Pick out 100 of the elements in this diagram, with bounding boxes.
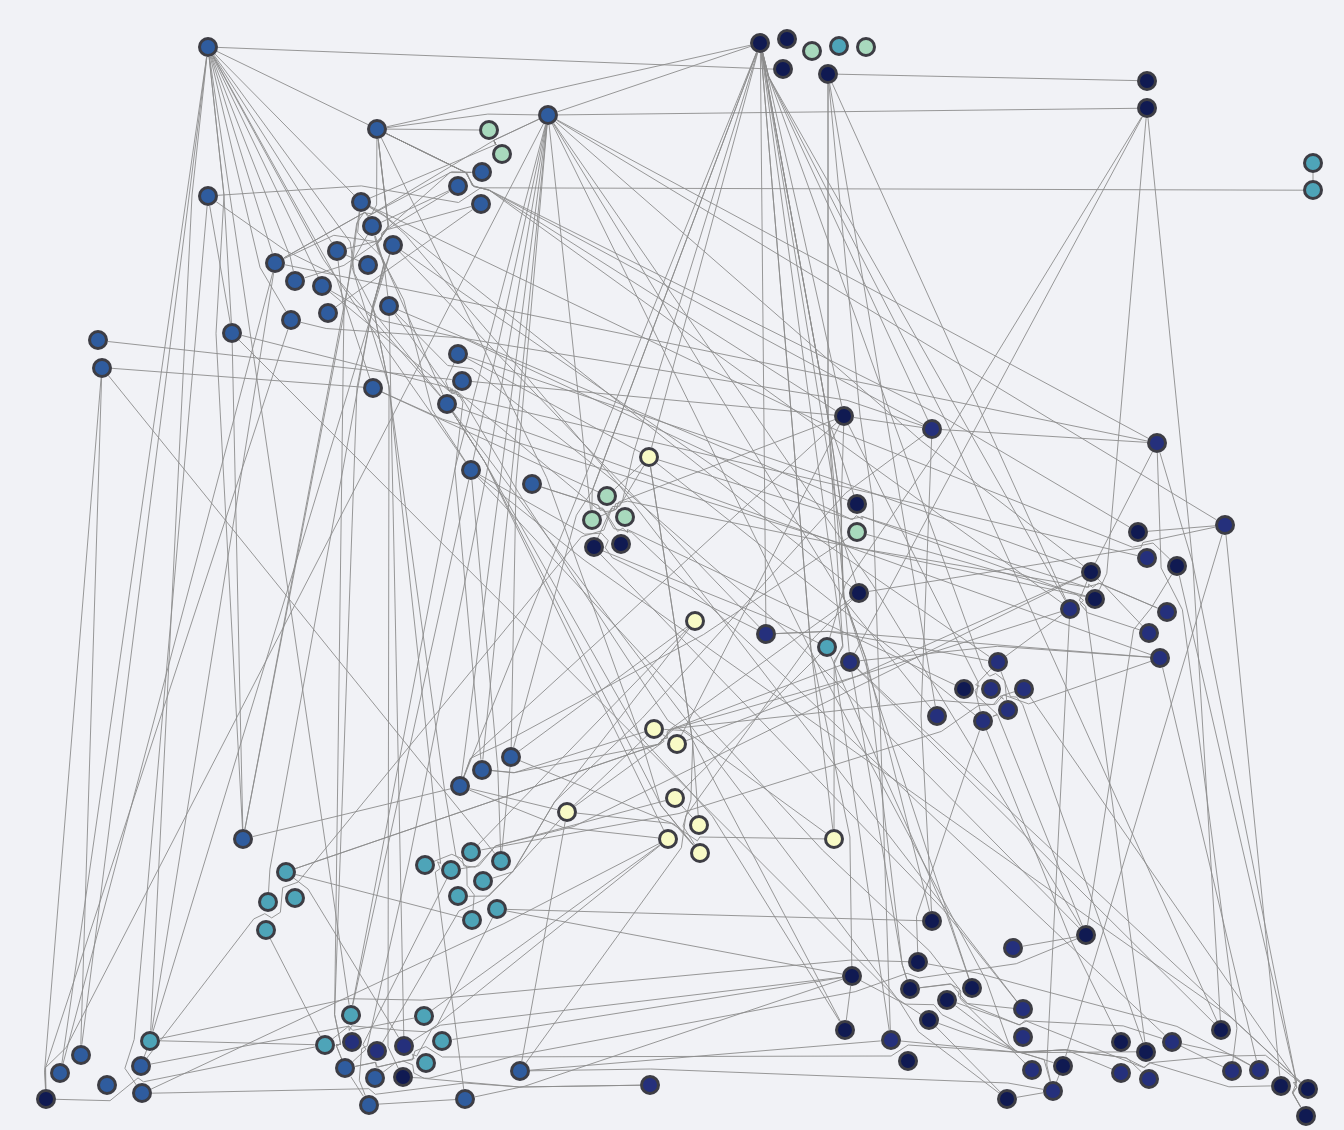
network-node [281, 310, 301, 330]
network-node [927, 706, 947, 726]
network-node [1303, 180, 1323, 201]
edge-line [372, 235, 465, 1090]
edge-line [452, 411, 922, 1015]
network-node [1137, 70, 1157, 91]
edge-line [268, 253, 391, 893]
network-node [367, 1041, 388, 1062]
network-node [284, 888, 305, 909]
network-node [335, 1058, 356, 1079]
edge-line [477, 627, 689, 846]
network-node [436, 393, 457, 414]
edge-line [506, 910, 843, 975]
network-node [198, 186, 218, 206]
edge-line [146, 465, 645, 1059]
network-node [450, 776, 471, 797]
edge-line [775, 630, 1151, 658]
edge-line [656, 462, 976, 716]
edge-line [916, 730, 981, 953]
network-node [1248, 1059, 1269, 1080]
network-node [382, 234, 403, 255]
edge-line [411, 917, 493, 1042]
edge-line [1029, 696, 1302, 1108]
network-node [1303, 152, 1323, 173]
network-node [1137, 547, 1158, 568]
network-node [644, 718, 665, 739]
edge-line [374, 235, 467, 463]
network-node [416, 1052, 436, 1073]
edge-line [681, 805, 693, 818]
edge-line [956, 1002, 1163, 1039]
network-node [772, 59, 793, 80]
edge-line [335, 209, 474, 308]
edge-line [1056, 1074, 1060, 1083]
network-node [835, 1020, 855, 1040]
edge-line [284, 264, 1148, 442]
edge-line [1162, 667, 1257, 1061]
network-node [471, 162, 492, 183]
edge-line [920, 438, 933, 912]
network-node [908, 952, 928, 972]
network-node [362, 216, 383, 237]
edge-line [529, 1040, 882, 1071]
edge-line [394, 313, 841, 1022]
edge-line [388, 315, 405, 1037]
network-node [665, 788, 685, 808]
network-node [1295, 1106, 1316, 1126]
edge-line [556, 119, 1149, 439]
edge-line [269, 938, 321, 1037]
edge-line [1005, 614, 1063, 657]
network-node [471, 759, 492, 780]
network-node [898, 1050, 919, 1071]
network-node [685, 611, 705, 631]
edge-line [107, 341, 453, 380]
edge-line [663, 728, 827, 834]
network-node [350, 191, 371, 212]
network-node [358, 255, 378, 275]
network-node [257, 892, 278, 913]
edge-line [380, 190, 450, 223]
network-node [1059, 598, 1080, 619]
network-node [479, 120, 500, 141]
network-node [597, 486, 618, 507]
edge-line [385, 132, 1063, 604]
edge-line [518, 626, 688, 752]
edge-line [477, 476, 1026, 1064]
network-node [847, 521, 867, 542]
edge-line [400, 249, 990, 658]
edge-line [381, 391, 599, 493]
edge-line [491, 434, 925, 879]
network-node [36, 1089, 56, 1109]
edge-line [386, 128, 480, 131]
network-node [849, 583, 869, 603]
network-node [1110, 1031, 1131, 1052]
edge-line [556, 119, 1217, 521]
edge-line [44, 377, 102, 1090]
edge-line [386, 44, 751, 128]
network-node [557, 802, 577, 822]
edge-line [159, 1040, 316, 1046]
network-node [919, 1009, 940, 1030]
edge-line [551, 123, 1051, 1082]
network-node [285, 270, 306, 291]
edge-line [851, 671, 908, 980]
edge-line [252, 788, 451, 838]
edge-line [661, 733, 670, 740]
network-node [198, 37, 218, 57]
edge-line [600, 553, 1018, 1002]
network-node [1221, 1061, 1242, 1081]
network-node [801, 40, 822, 61]
edge-line [61, 56, 208, 1064]
network-node [824, 829, 844, 849]
edge-line [451, 977, 843, 1040]
network-node [997, 700, 1018, 721]
edge-line [954, 1005, 1054, 1064]
network-node [448, 886, 469, 907]
network-node [997, 1089, 1017, 1109]
edge-line [381, 391, 1086, 598]
edge-line [241, 334, 1138, 557]
network-node [91, 357, 112, 378]
edge-line [45, 123, 544, 1090]
network-node [70, 1044, 91, 1065]
edge-line [467, 356, 1082, 569]
network-node [132, 1083, 153, 1104]
